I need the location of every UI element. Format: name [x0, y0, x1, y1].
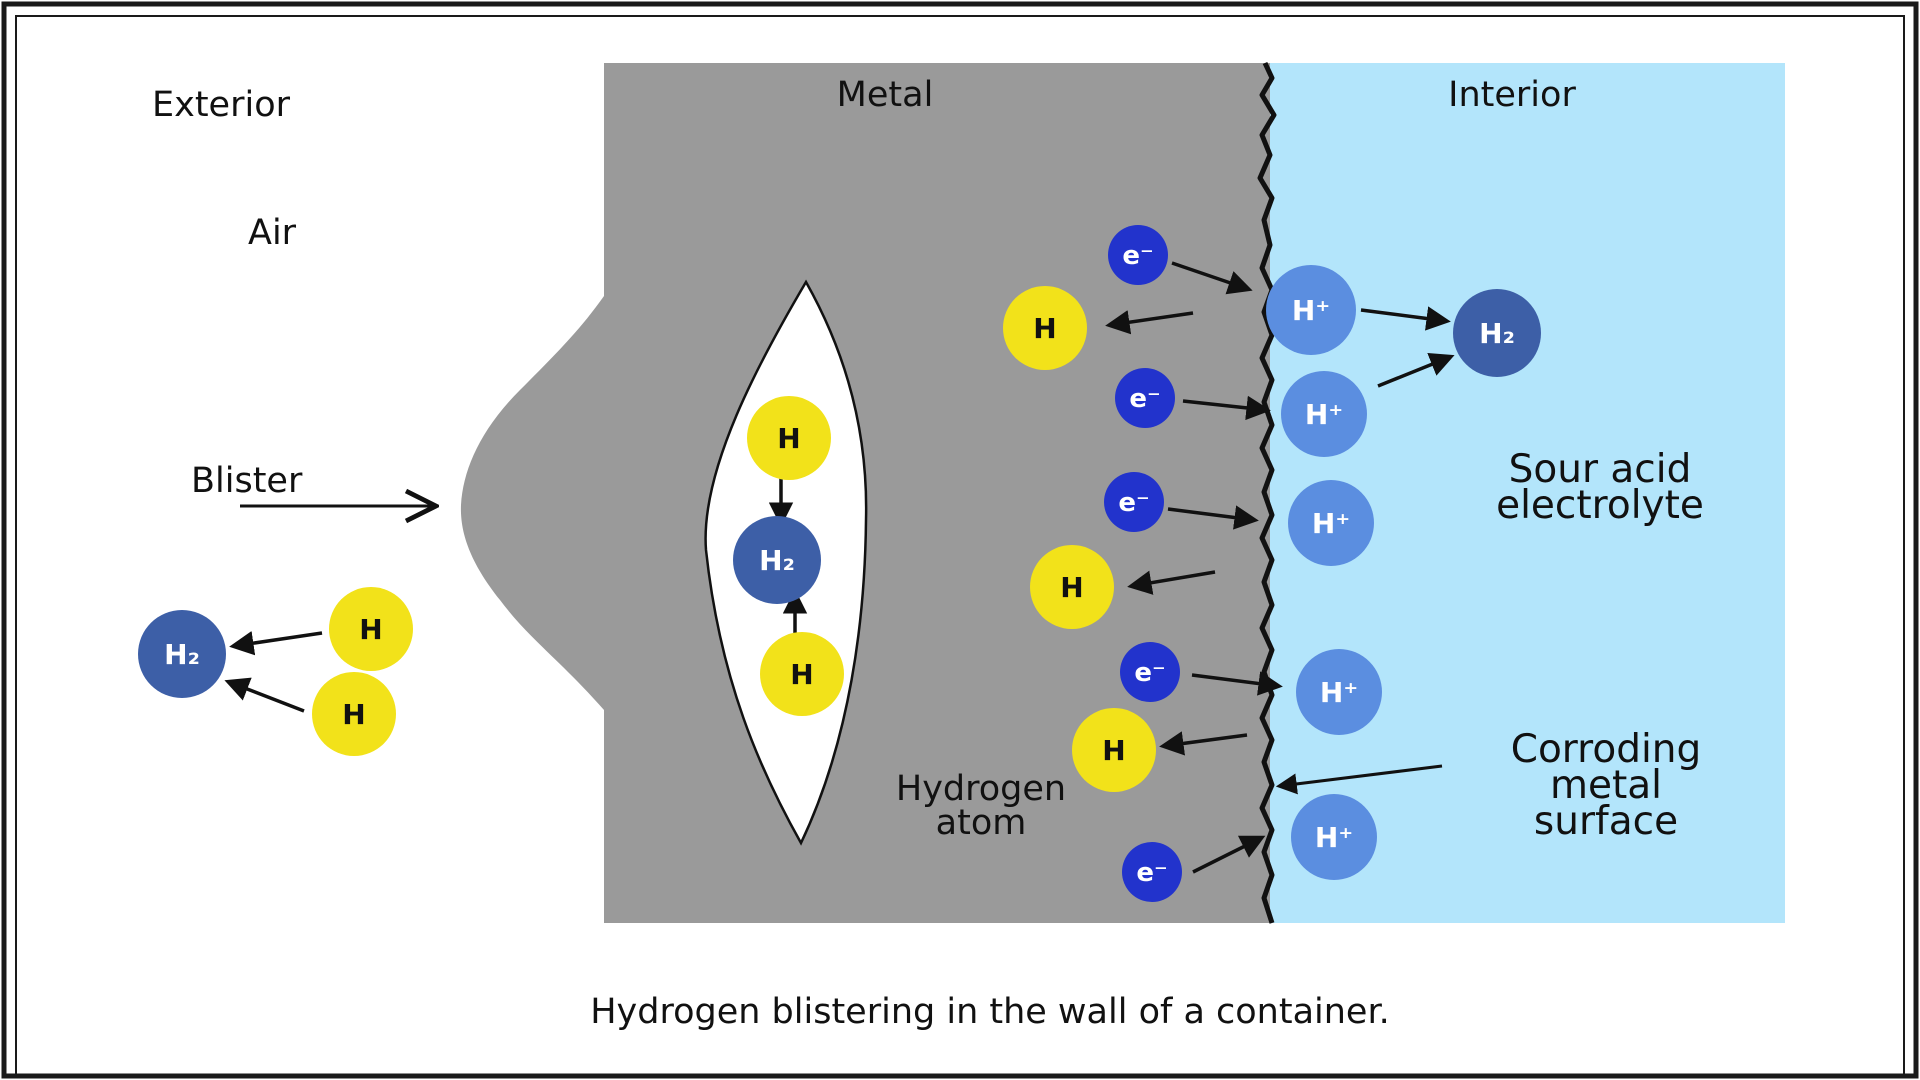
- svg-text:e⁻: e⁻: [1122, 241, 1153, 271]
- particle-h-atom-exterior-top: H: [329, 587, 413, 671]
- electrolyte-label-line2: electrolyte: [1496, 483, 1704, 528]
- svg-text:e⁻: e⁻: [1129, 384, 1160, 414]
- particle-h-ion-4: H⁺: [1296, 649, 1382, 735]
- particle-h-atom-exterior-bottom: H: [312, 672, 396, 756]
- exterior-label: Exterior: [152, 85, 291, 125]
- arrow-h-atom-3-into-metal: [1159, 731, 1248, 756]
- svg-text:H⁺: H⁺: [1315, 821, 1353, 854]
- particle-h-ion-3: H⁺: [1288, 480, 1374, 566]
- arrow-electron-4-to-surface: [1191, 671, 1283, 696]
- arrow-electron-3-to-surface: [1167, 505, 1259, 530]
- particle-h2-interior: H₂: [1453, 289, 1541, 377]
- interior-label: Interior: [1448, 75, 1576, 115]
- particle-h-ion-1: H⁺: [1266, 265, 1356, 355]
- svg-text:H₂: H₂: [164, 638, 200, 671]
- particle-h-atom-void-bottom: H: [760, 632, 844, 716]
- figure-caption: Hydrogen blistering in the wall of a con…: [590, 992, 1390, 1032]
- svg-text:H: H: [359, 613, 382, 646]
- corroding-label-line1: Corroding: [1511, 727, 1702, 772]
- particle-h2-void: H₂: [733, 516, 821, 604]
- svg-text:H: H: [790, 658, 813, 691]
- particle-electron-5: e⁻: [1122, 842, 1182, 902]
- svg-text:e⁻: e⁻: [1136, 858, 1167, 888]
- air-label: Air: [248, 213, 297, 253]
- svg-text:H⁺: H⁺: [1312, 507, 1350, 540]
- reaction-arrows: [224, 261, 1455, 874]
- blister-label: Blister: [191, 461, 303, 501]
- arrow-h-atom-1-into-metal: [1105, 310, 1194, 335]
- particle-h2-exterior: H₂: [138, 610, 226, 698]
- svg-text:H⁺: H⁺: [1320, 676, 1358, 709]
- svg-text:H₂: H₂: [759, 544, 795, 577]
- particle-electron-4: e⁻: [1120, 642, 1180, 702]
- particle-h-ion-5: H⁺: [1291, 794, 1377, 880]
- svg-text:H: H: [1033, 312, 1056, 345]
- svg-text:H⁺: H⁺: [1305, 398, 1343, 431]
- svg-text:e⁻: e⁻: [1118, 488, 1149, 518]
- hydrogen-atom-label-line2: atom: [936, 803, 1027, 843]
- corroding-label-line3: surface: [1534, 799, 1678, 844]
- particle-electron-1: e⁻: [1108, 225, 1168, 285]
- svg-text:H: H: [777, 422, 800, 455]
- corroding-arrow: [1275, 764, 1443, 795]
- arrow-exterior-h-top-to-h2: [229, 631, 323, 656]
- inner-frame: [15, 15, 1905, 1077]
- svg-text:H: H: [1102, 734, 1125, 767]
- particle-h-atom-metal-1: H: [1003, 286, 1087, 370]
- svg-text:H: H: [342, 698, 365, 731]
- arrow-exterior-h-bottom-to-h2: [224, 677, 305, 713]
- particle-h-atom-metal-2: H: [1030, 545, 1114, 629]
- arrow-electron-5-to-surface: [1192, 835, 1266, 874]
- particle-h-ion-2: H⁺: [1281, 371, 1367, 457]
- particle-electron-2: e⁻: [1115, 368, 1175, 428]
- svg-text:H: H: [1060, 571, 1083, 604]
- arrow-ion-2-to-h2: [1377, 352, 1455, 388]
- arrow-electron-1-to-surface: [1171, 261, 1253, 295]
- svg-text:H⁺: H⁺: [1292, 294, 1330, 327]
- svg-text:e⁻: e⁻: [1134, 658, 1165, 688]
- svg-text:H₂: H₂: [1479, 317, 1515, 350]
- hydrogen-atom-label-line1: Hydrogen: [896, 769, 1066, 809]
- metal-label: Metal: [837, 75, 934, 115]
- arrow-electron-2-to-surface: [1182, 395, 1271, 421]
- arrow-h-atom-2-into-metal: [1127, 570, 1216, 595]
- corroding-label-line2: metal: [1550, 763, 1662, 808]
- particle-electron-3: e⁻: [1104, 472, 1164, 532]
- arrow-ion-1-to-h2: [1360, 306, 1451, 331]
- particle-h-atom-metal-3: H: [1072, 708, 1156, 792]
- electrolyte-label-line1: Sour acid: [1509, 447, 1692, 492]
- particle-h-atom-void-top: H: [747, 396, 831, 480]
- corroding-surface-edge: [1257, 61, 1277, 924]
